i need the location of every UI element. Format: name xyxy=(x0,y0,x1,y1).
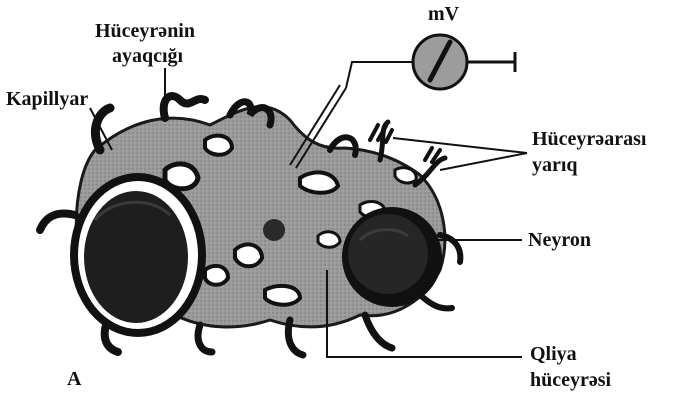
capillary-label: Kapillyar xyxy=(6,88,88,110)
neuron-label: Neyron xyxy=(528,229,591,251)
foot-label-line2: ayaqcığı xyxy=(112,45,184,67)
panel-letter: A xyxy=(67,368,82,390)
foot-label-line1: Hüceyrənin xyxy=(95,20,195,42)
neuron xyxy=(342,207,442,307)
capillary xyxy=(70,173,206,337)
glial-nucleus xyxy=(263,219,285,241)
cleft-leader-1 xyxy=(393,138,527,153)
glia-label-line1: Qliya xyxy=(530,343,577,365)
cleft-label-line1: Hüceyrəarası xyxy=(532,128,647,150)
millivoltmeter xyxy=(413,35,515,89)
cleft-leader-2 xyxy=(440,153,527,170)
cleft-label-line2: yarıq xyxy=(532,154,578,176)
meter-unit-label: mV xyxy=(428,3,460,25)
glia-label-line2: hüceyrəsi xyxy=(530,369,612,391)
